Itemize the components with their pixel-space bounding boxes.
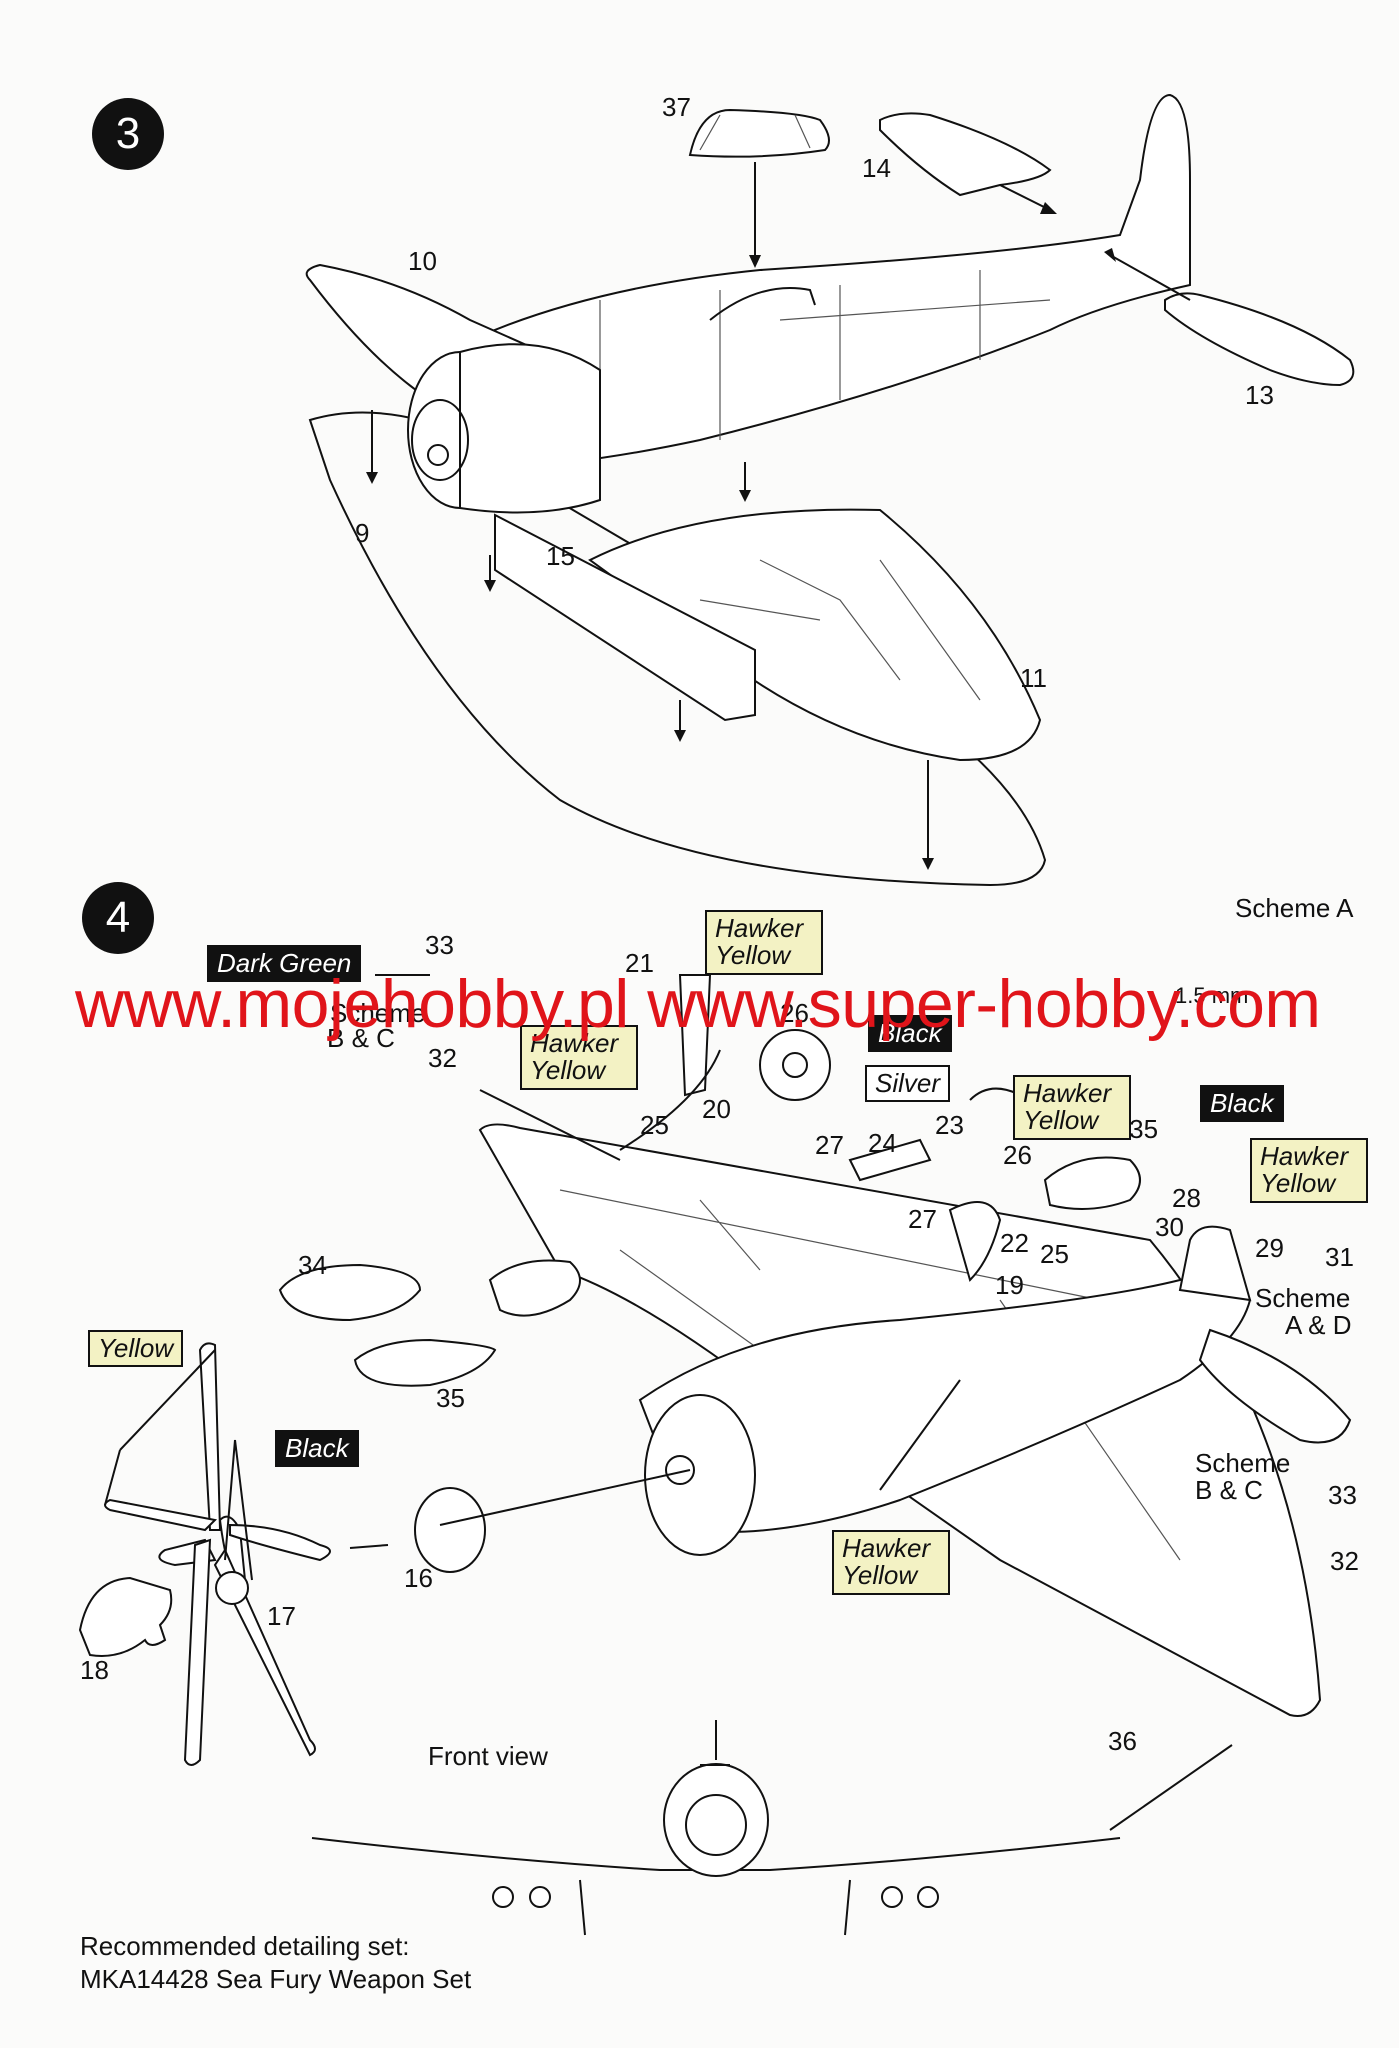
colour-tag-black: Black <box>868 1015 952 1053</box>
part-22: 22 <box>1000 1228 1029 1258</box>
step-number-4: 4 <box>82 882 154 954</box>
part-11: 11 <box>1020 663 1047 693</box>
part-26: 26 <box>780 998 809 1028</box>
part-29: 29 <box>1255 1233 1284 1263</box>
drill-size-label: 1.5 mm <box>1175 983 1249 1008</box>
colour-tag-hawker-yellow: Hawker Yellow <box>832 1530 950 1595</box>
colour-tag-black: Black <box>275 1430 359 1468</box>
part-21: 21 <box>625 948 654 978</box>
part-13: 13 <box>1245 380 1274 410</box>
part-26: 26 <box>1003 1140 1032 1170</box>
part-9: 9 <box>355 518 370 548</box>
part-25: 25 <box>640 1110 669 1140</box>
part-20: 20 <box>702 1094 731 1124</box>
part-23: 23 <box>935 1110 964 1140</box>
part-18: 18 <box>80 1655 109 1685</box>
scheme-bc-label: B & C <box>1195 1475 1263 1505</box>
watermark-text: www.mojehobby.pl www.super-hobby.com <box>75 966 1321 1042</box>
colour-tag-hawker-yellow: Hawker Yellow <box>705 910 823 975</box>
note-line-1: Recommended detailing set: <box>80 1931 410 1961</box>
front-view-label: Front view <box>428 1741 548 1771</box>
part-32: 32 <box>428 1043 457 1073</box>
part-33: 33 <box>1328 1480 1357 1510</box>
part-19: 19 <box>995 1270 1024 1300</box>
colour-tag-hawker-yellow: Hawker Yellow <box>1250 1138 1368 1203</box>
part-33: 33 <box>425 930 454 960</box>
scheme-bc-label: Scheme <box>1195 1448 1291 1478</box>
part-27: 27 <box>815 1130 844 1160</box>
colour-tag-yellow: Yellow <box>88 1330 184 1368</box>
part-15: 15 <box>546 541 575 571</box>
part-17: 17 <box>267 1601 296 1631</box>
part-24: 24 <box>868 1128 897 1158</box>
colour-tag-dark-green: Dark Green <box>207 945 362 983</box>
scheme-ad-label: A & D <box>1285 1310 1352 1340</box>
scheme-bc-label: Scheme <box>330 998 426 1028</box>
scheme-bc-label: B & C <box>327 1023 395 1053</box>
part-10: 10 <box>408 246 437 276</box>
step4-drawing <box>78 974 1352 1936</box>
part-25: 25 <box>1040 1239 1069 1269</box>
colour-tag-black: Black <box>1200 1085 1284 1123</box>
part-35: 35 <box>436 1383 465 1413</box>
part-32: 32 <box>1330 1546 1359 1576</box>
scheme-a-label: Scheme A <box>1235 893 1354 923</box>
colour-tag-hawker-yellow: Hawker Yellow <box>1013 1075 1131 1140</box>
note-line-2: MKA14428 Sea Fury Weapon Set <box>80 1963 472 1994</box>
step3-drawing <box>305 93 1355 887</box>
part-37: 37 <box>662 92 691 122</box>
part-16: 16 <box>404 1563 433 1593</box>
recommended-set-note: Recommended detailing set: MKA14428 Sea … <box>80 1930 471 1995</box>
part-14: 14 <box>862 153 891 183</box>
part-30: 30 <box>1155 1212 1184 1242</box>
step-number-3: 3 <box>92 98 164 170</box>
part-27: 27 <box>908 1204 937 1234</box>
part-28: 28 <box>1172 1183 1201 1213</box>
colour-tag-silver: Silver <box>865 1065 951 1103</box>
part-36: 36 <box>1108 1726 1137 1756</box>
part-31: 31 <box>1325 1242 1354 1272</box>
part-34: 34 <box>298 1250 327 1280</box>
scheme-ad-label: Scheme <box>1255 1283 1351 1313</box>
colour-tag-hawker-yellow: Hawker Yellow <box>520 1025 638 1090</box>
